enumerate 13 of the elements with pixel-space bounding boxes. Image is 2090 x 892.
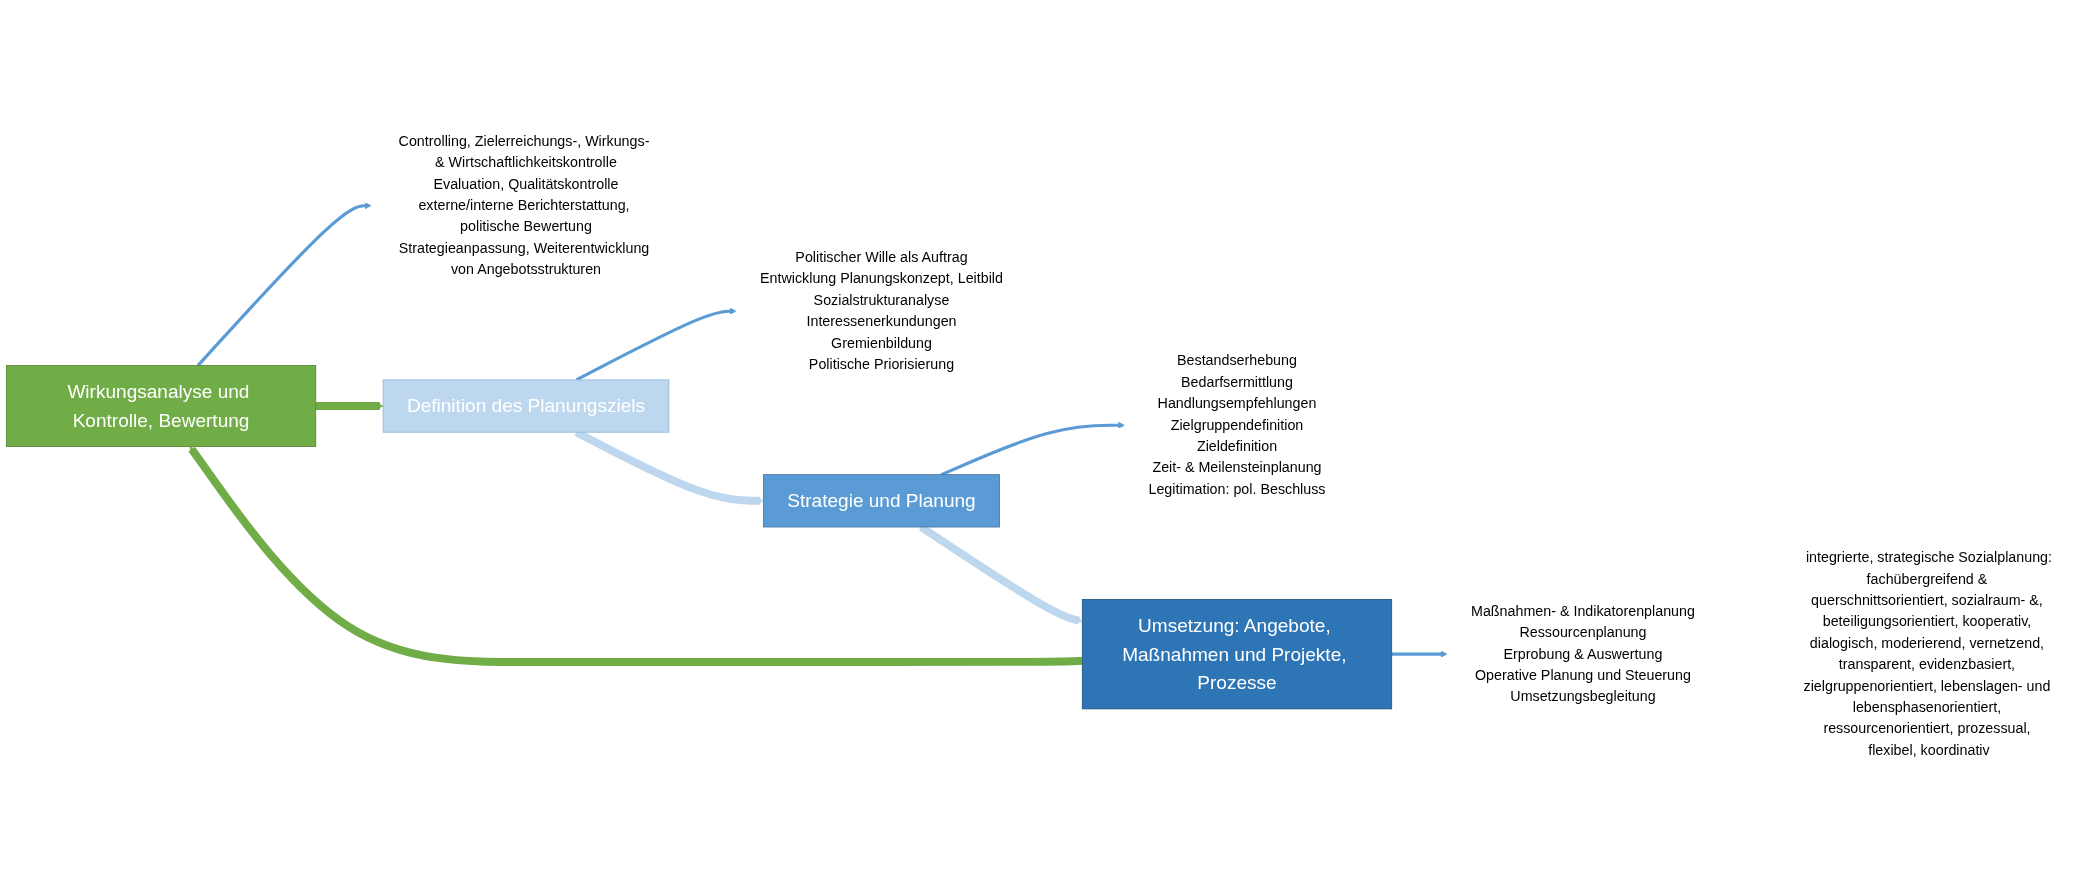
node-text: Politischer Wille als Auftrag Entwicklung Planungskonzept, Leitbild Sozialstrukturanalyse Interessenerkundungen Gremienbildung Politische Priorisierung: [760, 249, 1003, 373]
arrow: [315, 402, 384, 410]
node-box: [382, 379, 670, 433]
node-text: Maßnahmen- & Indikatorenplanung Ressourcenplanung Erprobung & Auswertung Operative Planung und Steuerung Umsetzungsbegleitung: [1471, 602, 1695, 705]
arrow: [188, 446, 1083, 667]
node-text: integrierte, strategische Sozialplanung: fachübergreifend & querschnittsorientiert, sozialraum- &, beteiligungsorientiert, kooperativ, dialogisch, moderierend, vernetzend, transparent, evidenzbasiert, zielgruppenorientiert, lebenslagen- und lebensphasenorientiert, ressourcenorientiert, prozessual, flexibel, koordinativ: [1803, 549, 2052, 759]
node-text: Controlling, Zielerreichungs-, Wirkungs- & Wirtschaftlichkeitskontrolle Evaluation, Qualitätskontrolle externe/interne Berichterstattung, politische Bewertung Strategieanpassung, Weiterentwicklung von Angebotsstrukturen: [398, 133, 650, 278]
arrow: [196, 202, 372, 367]
node-box: [1081, 599, 1393, 710]
arrow: [1391, 650, 1448, 658]
node-text: Bestandserhebung Bedarfsermittlung Handlungsempfehlungen Zielgruppendefinition Zieldefinition Zeit- & Meilensteinplanung Legitimation: pol. Beschluss: [1148, 352, 1326, 498]
node-box: [763, 474, 1000, 528]
node-box: [5, 365, 317, 447]
